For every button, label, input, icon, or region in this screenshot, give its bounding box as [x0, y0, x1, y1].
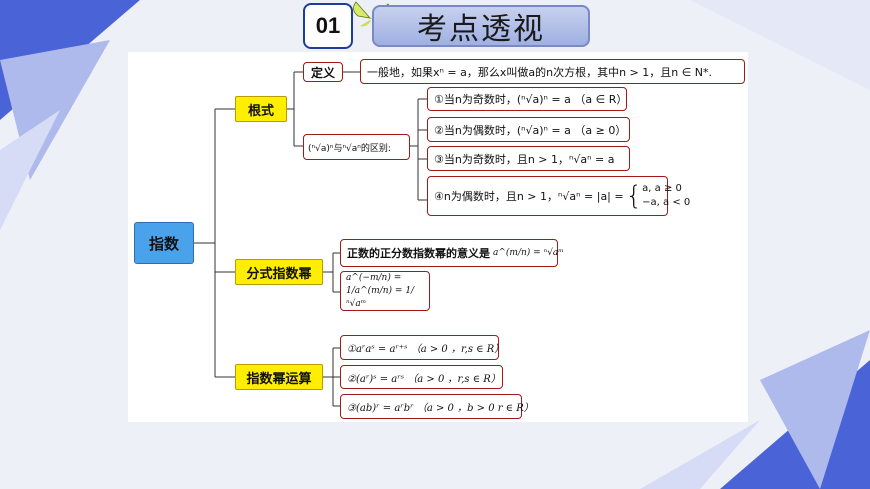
case-item-piecewise: ④n为偶数时，且n > 1，ⁿ√aⁿ = |a| = { a, a ≥ 0 −a… [427, 176, 690, 216]
content-panel [128, 52, 748, 422]
rule-item: ②(aʳ)ˢ = aʳˢ （a > 0 ，r,s ∈ R） [340, 365, 503, 389]
piecewise-line: a, a ≥ 0 [642, 183, 682, 194]
meaning-formula: a^(m/n) = ⁿ√aᵐ [493, 248, 564, 258]
difference-label: (ⁿ√a)ⁿ与ⁿ√aⁿ的区别: [303, 134, 410, 160]
section-number: 01 [303, 3, 353, 49]
case-text: ④n为偶数时，且n > 1，ⁿ√aⁿ = |a| = [434, 190, 624, 203]
negative-exponent-box: a^(−m/n) = 1/a^(m/n) = 1/ⁿ√aᵐ [340, 271, 430, 311]
definition-label: 定义 [303, 62, 343, 82]
meaning-box: 正数的正分数指数幂的意义是 a^(m/n) = ⁿ√aᵐ [340, 239, 564, 267]
rule-item: ①aʳaˢ = aʳ⁺ˢ （a > 0 ，r,s ∈ R） [340, 335, 504, 360]
case-item: ③当n为奇数时，且n > 1，ⁿ√aⁿ = a [427, 146, 630, 171]
branch-fraction-exponent: 分式指数幂 [235, 259, 323, 285]
piecewise-brace: { a, a ≥ 0 −a, a < 0 [625, 181, 691, 211]
root-node: 指数 [134, 222, 194, 264]
definition-text: 一般地，如果xⁿ = a，那么x叫做a的n次方根，其中n > 1，且n ∈ N*… [360, 59, 745, 84]
meaning-text: 正数的正分数指数幂的意义是 [347, 247, 490, 260]
case-item: ①当n为奇数时，(ⁿ√a)ⁿ = a （a ∈ R） [427, 87, 627, 111]
branch-radical: 根式 [235, 96, 287, 122]
piecewise-line: −a, a < 0 [642, 197, 691, 208]
rule-item: ③(ab)ʳ = aʳbʳ （a > 0 ，b > 0 r ∈ R） [340, 394, 534, 419]
case-item: ②当n为偶数时，(ⁿ√a)ⁿ = a （a ≥ 0） [427, 117, 630, 142]
negative-formula: a^(−m/n) = 1/a^(m/n) = 1/ⁿ√aᵐ [346, 272, 415, 309]
branch-exponent-operations: 指数幂运算 [235, 364, 323, 390]
page-title: 考点透视 [372, 5, 590, 47]
